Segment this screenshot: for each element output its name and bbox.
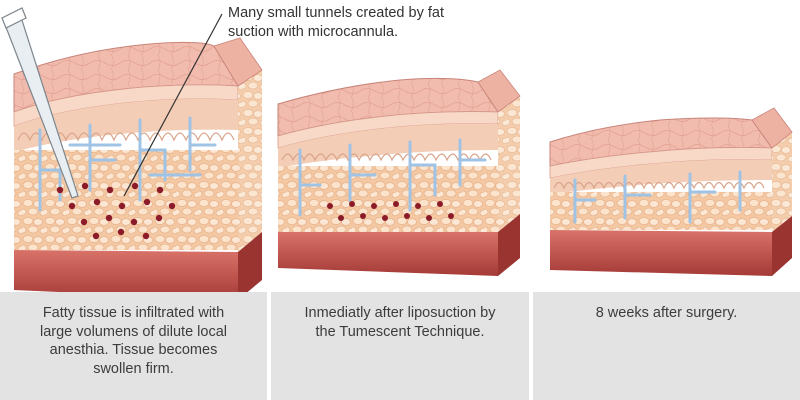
callout-pointer (123, 13, 223, 197)
fat-layer (14, 150, 238, 250)
caption-line: large volumens of dilute local (40, 323, 227, 340)
block-side-face (238, 70, 262, 252)
microcannula-icon (1, 7, 79, 199)
dermis-layer (278, 123, 498, 168)
caption-text-healed: 8 weeks after surgery. (533, 292, 800, 323)
dermal-papillae (281, 153, 492, 162)
tumescent-fluid-dots (56, 182, 176, 240)
block-side-face (498, 96, 520, 232)
muscle-layer (278, 232, 498, 276)
tunnel-dots (327, 201, 454, 221)
fat-layer (550, 192, 772, 230)
caption-line: anesthia. Tissue becomes (49, 342, 218, 358)
caption-line: Inmediatly after liposuction by (304, 305, 496, 321)
caption-panel-after: Inmediatly after liposuction by the Tume… (271, 292, 529, 400)
caption-line: Fatty tissue is infiltrated with (42, 305, 225, 321)
muscle-layer (14, 250, 238, 300)
blood-vessels (298, 138, 487, 217)
muscle-layer (550, 230, 772, 276)
muscle-side-face (498, 214, 520, 276)
muscle-side-face (238, 232, 262, 300)
callout-line-2: suction with microcannula. (228, 24, 399, 40)
tissue-block-after (277, 69, 521, 276)
caption-panel-before: Fatty tissue is infiltrated with large v… (0, 292, 267, 400)
caption-panel-healed: 8 weeks after surgery. (533, 292, 800, 400)
blood-vessels (38, 116, 217, 212)
dermal-papillae (553, 181, 765, 190)
tissue-block-healed (549, 107, 793, 276)
tissue-block-before (1, 7, 263, 300)
block-side-face (772, 132, 792, 232)
caption-line: swollen firm. (93, 360, 174, 377)
callout-label: Many small tunnels created by fat suctio… (228, 4, 528, 42)
muscle-side-face (772, 216, 792, 276)
fat-layer (278, 166, 498, 232)
caption-text-after: Inmediatly after liposuction by the Tume… (271, 292, 529, 341)
callout-line-1: Many small tunnels created by fat (228, 5, 444, 21)
caption-line: the Tumescent Technique. (315, 323, 485, 340)
skin-side-face (213, 37, 263, 87)
skin-side-face (751, 107, 793, 149)
blood-vessels (573, 170, 742, 224)
caption-text-before: Fatty tissue is infiltrated with large v… (0, 292, 267, 378)
dermis-layer (14, 98, 238, 152)
skin-side-face (477, 69, 521, 113)
caption-line: 8 weeks after surgery. (595, 305, 738, 321)
